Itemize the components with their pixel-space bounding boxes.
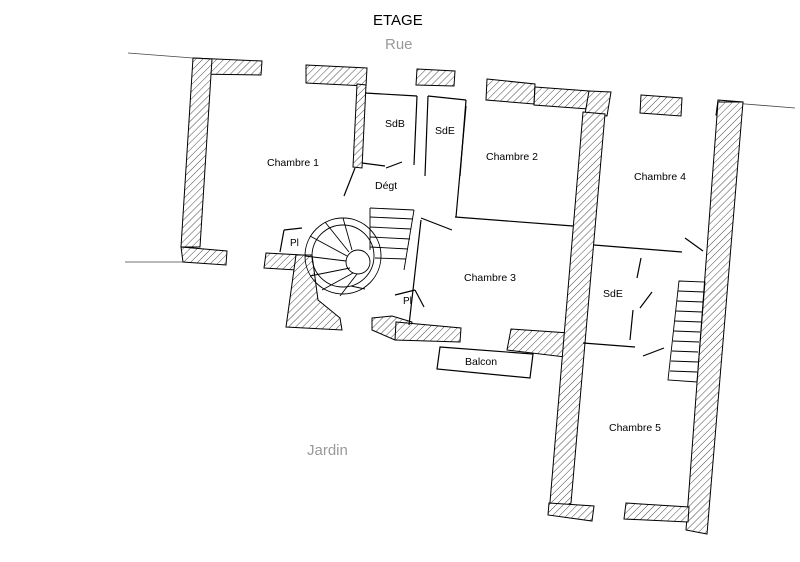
- room-label-sde-right: SdE: [603, 288, 623, 300]
- room-label-chambre-1: Chambre 1: [267, 157, 319, 169]
- interior-partitions: [279, 92, 704, 379]
- right-block-walls: [533, 86, 744, 535]
- room-label-chambre-2: Chambre 2: [486, 151, 538, 163]
- street-label: Rue: [385, 36, 413, 53]
- floor-title: ETAGE: [373, 12, 423, 29]
- room-label-sde-top: SdE: [435, 125, 455, 137]
- balcony-label: Balcon: [465, 356, 498, 368]
- garden-label: Jardin: [307, 442, 348, 459]
- spiral-staircase: [304, 207, 415, 297]
- room-label-sdb: SdB: [385, 118, 405, 130]
- room-label-degt: Dégt: [375, 180, 398, 192]
- left-block-walls: [180, 57, 570, 358]
- closet-label-left: Pl: [290, 238, 299, 249]
- room-label-chambre-3: Chambre 3: [464, 272, 516, 284]
- closet-label-stair: Pl: [403, 296, 412, 307]
- property-boundary-lines: [125, 52, 796, 263]
- straight-staircase: [667, 280, 706, 383]
- room-label-chambre-4: Chambre 4: [634, 171, 686, 183]
- room-label-chambre-5: Chambre 5: [609, 422, 661, 434]
